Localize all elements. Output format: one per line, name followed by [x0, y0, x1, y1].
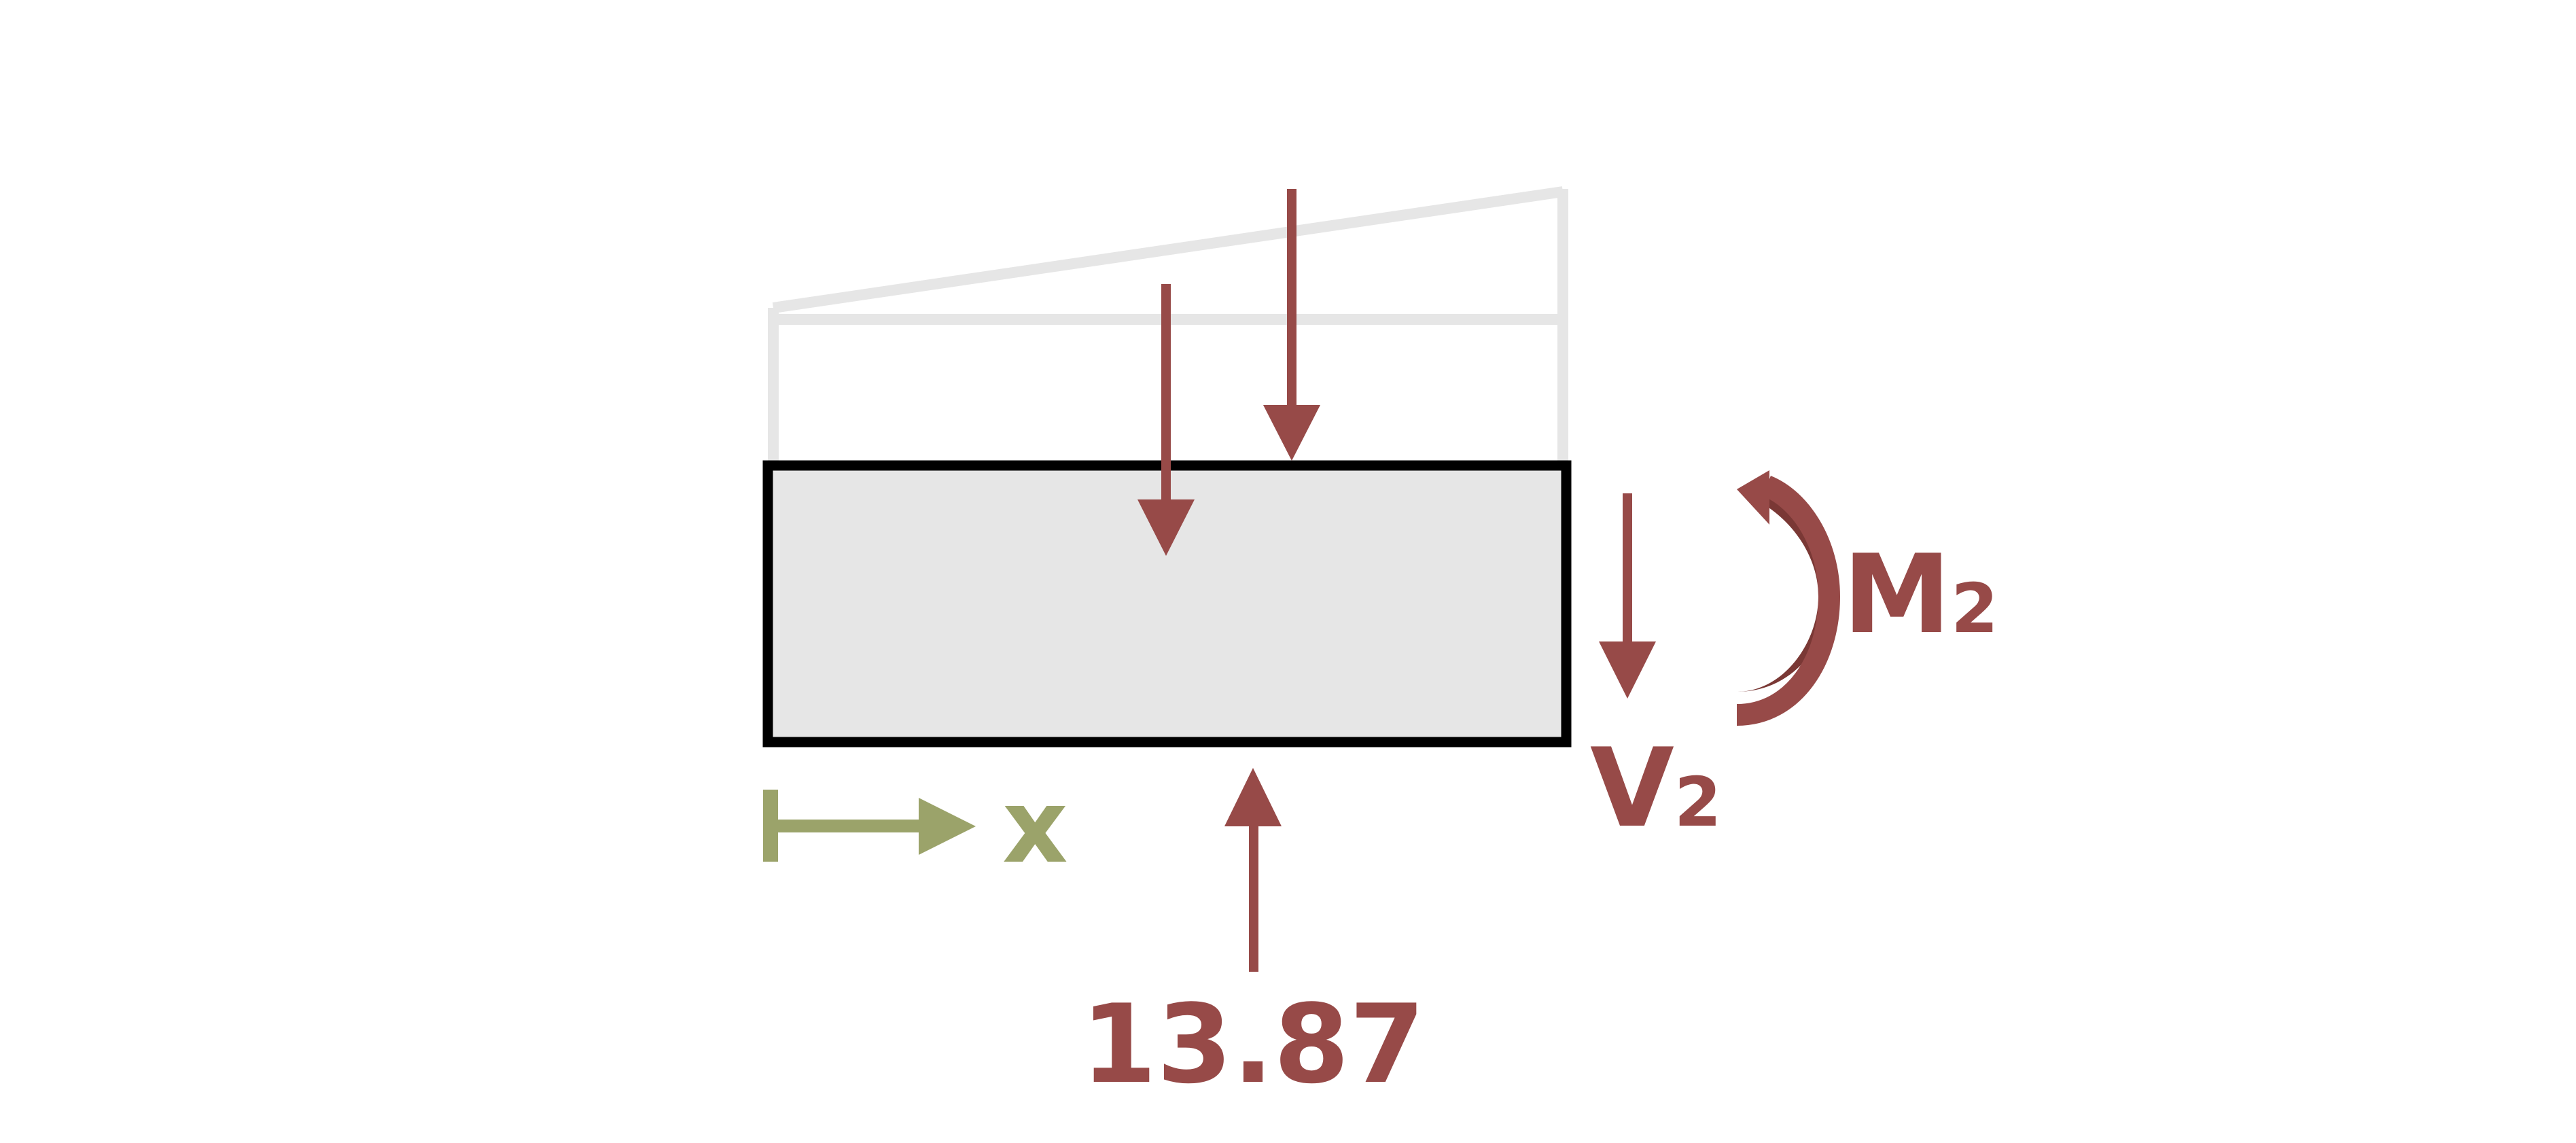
shear-force-symbol: V	[1590, 724, 1674, 851]
shear-force-subscript: 2	[1674, 762, 1722, 842]
x-axis-indicator	[763, 790, 976, 862]
resultant-load-arrow-2	[1263, 189, 1320, 461]
moment-label: M2	[1843, 531, 1998, 658]
moment-arrowhead	[1737, 470, 1769, 525]
shear-force-arrow	[1599, 493, 1656, 699]
moment-arrow	[1736, 470, 1841, 726]
x-axis-label: x	[1002, 768, 1068, 886]
load-linear-top	[772, 186, 1564, 313]
reaction-force-arrow	[1224, 768, 1282, 972]
moment-subscript: 2	[1951, 569, 1998, 648]
shear-force-label: V2	[1590, 724, 1721, 851]
moment-symbol: M	[1843, 531, 1951, 658]
reaction-force-value: 13.87	[1081, 981, 1425, 1108]
moment-arc	[1736, 476, 1841, 726]
resultant-load-arrow-1	[1137, 284, 1195, 556]
